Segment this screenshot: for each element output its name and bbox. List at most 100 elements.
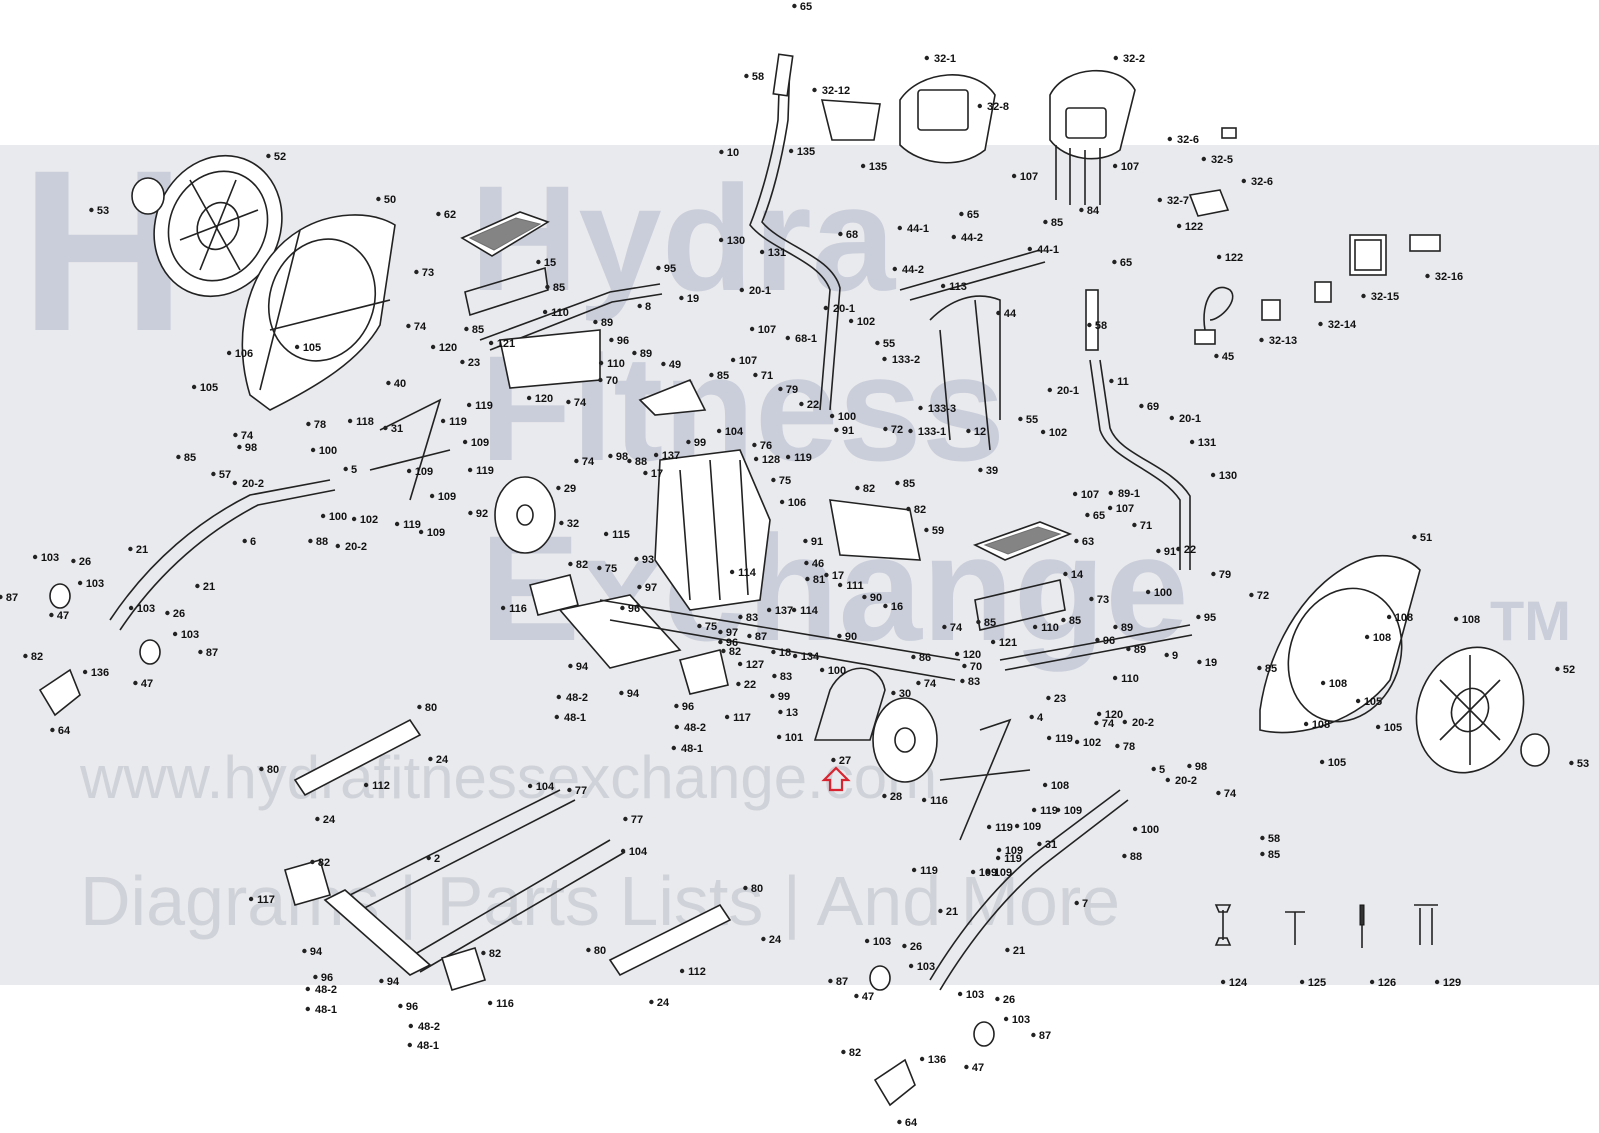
part-label-82f: 82 (849, 1047, 861, 1059)
part-label-24c: 24 (769, 934, 782, 946)
fastener-dot (1096, 711, 1102, 717)
part-label-133_1: 133-1 (918, 426, 946, 438)
fastener-dot (977, 103, 982, 109)
part-label-107e: 107 (1081, 489, 1099, 501)
console-upper (899, 74, 996, 164)
watermark-trademark: TM (1490, 589, 1571, 652)
part-label-86: 86 (919, 652, 931, 664)
fastener-dot (1169, 415, 1175, 421)
fastener-dot (436, 211, 441, 217)
part-label-16: 16 (891, 601, 903, 613)
fastener-dot (89, 207, 94, 213)
console-module-32-7 (1188, 189, 1230, 217)
part-label-73a: 73 (422, 267, 434, 279)
part-label-103g: 103 (966, 989, 984, 1001)
part-label-21d: 21 (1013, 945, 1025, 957)
fastener-dot (1555, 666, 1560, 672)
adapter-cord (1203, 286, 1234, 331)
fastener-dot (848, 318, 854, 324)
fastener-dot (1085, 512, 1090, 518)
fastener-dot (1055, 807, 1061, 813)
fastener-dot (1299, 979, 1305, 985)
fastener-dot (1132, 522, 1137, 528)
part-label-68_1: 68-1 (795, 333, 817, 345)
fastener-dot (1260, 851, 1265, 857)
part-label-89d: 89 (1134, 644, 1146, 656)
fastener-dot (637, 303, 642, 309)
fastener-dot (527, 783, 533, 789)
part-label-104a: 104 (725, 426, 744, 438)
fastener-dot (542, 309, 548, 315)
fastener-dot (468, 510, 473, 516)
part-label-9: 9 (1172, 650, 1178, 662)
fastener-dot (559, 520, 564, 526)
part-label-26b: 26 (173, 608, 185, 620)
part-label-32_6b: 32-6 (1251, 176, 1273, 188)
part-label-58a: 58 (752, 71, 764, 83)
fastener-dot (1011, 173, 1017, 179)
part-label-89b: 89 (640, 348, 652, 360)
fastener-dot (363, 782, 369, 788)
part-label-109i: 109 (979, 867, 997, 879)
part-label-101: 101 (785, 732, 803, 744)
fastener-dot (347, 418, 353, 424)
fastener-dot (1375, 724, 1381, 730)
part-label-51: 51 (1420, 532, 1432, 544)
fastener-dot (1318, 321, 1323, 327)
fastener-dot (785, 454, 791, 460)
part-label-32_6a: 32-6 (1177, 134, 1199, 146)
part-label-58b: 58 (1095, 320, 1107, 332)
part-label-131b: 131 (1198, 437, 1216, 449)
fastener-dot (567, 787, 572, 793)
fastener-dot (792, 653, 798, 659)
part-label-105b: 105 (200, 382, 218, 394)
part-label-106b: 106 (788, 497, 806, 509)
main-frame-upright (654, 449, 771, 611)
part-label-121a: 121 (497, 338, 515, 350)
fastener-dot (379, 978, 384, 984)
fastener-dot (1042, 782, 1048, 788)
part-label-32_7: 32-7 (1167, 195, 1189, 207)
fastener-dot (1094, 720, 1099, 726)
part-label-72b: 72 (1257, 590, 1269, 602)
part-label-114b: 114 (800, 605, 819, 617)
end-cap-117 (284, 859, 331, 906)
fastener-dot (854, 993, 859, 999)
fastener-dot (918, 405, 923, 411)
fastener-dot (819, 667, 825, 673)
fastener-dot (1201, 156, 1207, 162)
console-module-32-5 (1221, 127, 1237, 139)
part-label-22a: 22 (807, 399, 819, 411)
fastener-dot (1355, 698, 1361, 704)
part-label-44: 44 (1004, 308, 1017, 320)
fastener-dot (761, 936, 766, 942)
fastener-dot (730, 357, 736, 363)
part-label-20_2d: 20-2 (1175, 775, 1197, 787)
console-cover (820, 99, 881, 141)
part-label-48_1b: 48-1 (681, 743, 703, 755)
part-label-119j: 119 (920, 865, 938, 877)
part-label-48_2d: 48-2 (418, 1021, 440, 1033)
fastener-dot (294, 344, 300, 350)
fastener-dot (804, 560, 809, 566)
part-label-113: 113 (949, 281, 967, 293)
fastener-dot (959, 211, 964, 217)
fastener-dot (875, 340, 880, 346)
part-label-94d: 94 (387, 976, 400, 988)
part-label-64a: 64 (58, 725, 71, 737)
part-label-78a: 78 (314, 419, 326, 431)
fastener-dot (308, 538, 313, 544)
fastener-dot (172, 631, 178, 637)
drive-belt-and-pulley (813, 667, 938, 783)
fastener-dot (351, 516, 357, 522)
part-label-109g: 109 (1005, 845, 1023, 857)
fastener-dot (718, 237, 724, 243)
part-label-48_1c: 48-1 (315, 1004, 337, 1016)
fastener-dot (1063, 571, 1068, 577)
part-label-120a: 120 (439, 342, 457, 354)
fastener-dot (686, 439, 691, 445)
fastener-dot (71, 558, 76, 564)
fastener-dot (986, 824, 992, 830)
part-label-17b: 17 (832, 570, 844, 582)
